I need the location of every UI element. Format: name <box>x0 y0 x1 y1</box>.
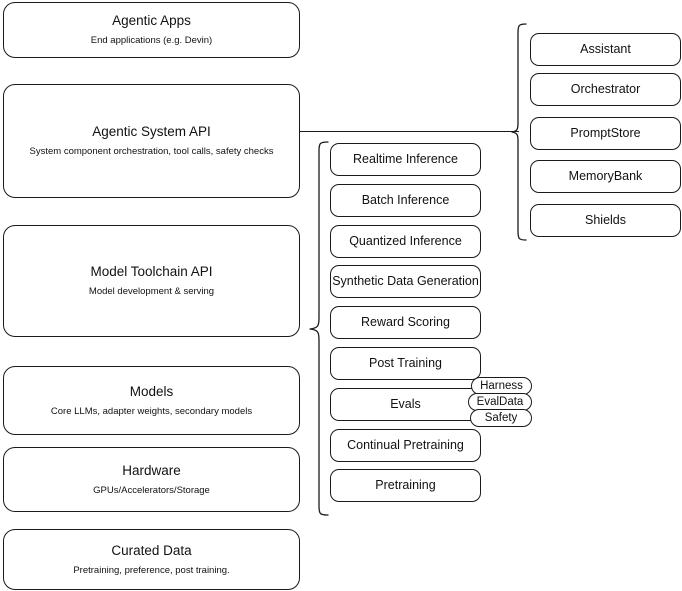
system-item-orchestrator[interactable]: Orchestrator <box>530 73 681 106</box>
bracket-model-toolchain <box>309 141 329 516</box>
toolchain-item-reward-scoring[interactable]: Reward Scoring <box>330 306 481 339</box>
evals-pill-evaldata[interactable]: EvalData <box>468 393 532 411</box>
layer-agentic-system-api[interactable]: Agentic System API System component orch… <box>3 84 300 198</box>
toolchain-item-quantized-inference[interactable]: Quantized Inference <box>330 225 481 258</box>
layer-title: Model Toolchain API <box>90 264 213 280</box>
chip-label: Orchestrator <box>570 81 641 96</box>
chip-label: Shields <box>585 212 626 227</box>
layer-subtitle: Core LLMs, adapter weights, secondary mo… <box>50 405 253 417</box>
chip-label: MemoryBank <box>568 168 643 183</box>
toolchain-item-pretraining[interactable]: Pretraining <box>330 469 481 502</box>
connector-system-api-line <box>300 131 519 133</box>
layer-title: Hardware <box>122 462 181 478</box>
toolchain-item-post-training[interactable]: Post Training <box>330 347 481 380</box>
toolchain-item-batch-inference[interactable]: Batch Inference <box>330 184 481 217</box>
layer-subtitle: End applications (e.g. Devin) <box>90 35 213 46</box>
system-item-shields[interactable]: Shields <box>530 204 681 237</box>
chip-label: Pretraining <box>375 477 436 492</box>
chip-label: Realtime Inference <box>353 151 458 166</box>
layer-models[interactable]: Models Core LLMs, adapter weights, secon… <box>3 366 300 435</box>
pill-label: Harness <box>480 380 523 392</box>
layer-title: Agentic System API <box>92 124 211 140</box>
layer-subtitle: System component orchestration, tool cal… <box>29 146 274 157</box>
evals-pill-harness[interactable]: Harness <box>471 377 532 395</box>
chip-label: Synthetic Data Generation <box>332 273 479 288</box>
layer-agentic-apps[interactable]: Agentic Apps End applications (e.g. Devi… <box>3 2 300 58</box>
layer-model-toolchain-api[interactable]: Model Toolchain API Model development & … <box>3 225 300 337</box>
chip-label: Reward Scoring <box>361 314 450 329</box>
layer-subtitle: Pretraining, preference, post training. <box>73 564 230 576</box>
chip-label: Quantized Inference <box>349 233 462 248</box>
chip-label: Assistant <box>580 41 631 56</box>
layer-curated-data[interactable]: Curated Data Pretraining, preference, po… <box>3 529 300 590</box>
evals-pill-safety[interactable]: Safety <box>470 409 532 427</box>
bracket-agentic-system <box>511 23 527 241</box>
chip-label: PromptStore <box>570 125 641 140</box>
toolchain-item-realtime-inference[interactable]: Realtime Inference <box>330 143 481 176</box>
system-item-memorybank[interactable]: MemoryBank <box>530 160 681 193</box>
layer-title: Models <box>129 383 174 399</box>
layer-subtitle: Model development & serving <box>88 286 215 297</box>
layer-subtitle: GPUs/Accelerators/Storage <box>93 484 210 496</box>
system-item-promptstore[interactable]: PromptStore <box>530 117 681 150</box>
toolchain-item-synthetic-data-generation[interactable]: Synthetic Data Generation <box>330 265 481 298</box>
pill-label: Safety <box>484 412 518 424</box>
toolchain-item-continual-pretraining[interactable]: Continual Pretraining <box>330 429 481 462</box>
layer-hardware[interactable]: Hardware GPUs/Accelerators/Storage <box>3 447 300 512</box>
chip-label: Continual Pretraining <box>347 437 464 452</box>
chip-label: Batch Inference <box>361 192 450 207</box>
pill-label: EvalData <box>476 396 524 408</box>
chip-label: Post Training <box>369 355 442 370</box>
layer-title: Curated Data <box>111 542 192 558</box>
chip-label: Evals <box>390 396 421 411</box>
system-item-assistant[interactable]: Assistant <box>530 33 681 66</box>
layer-title: Agentic Apps <box>112 13 191 29</box>
toolchain-item-evals[interactable]: Evals <box>330 388 481 421</box>
